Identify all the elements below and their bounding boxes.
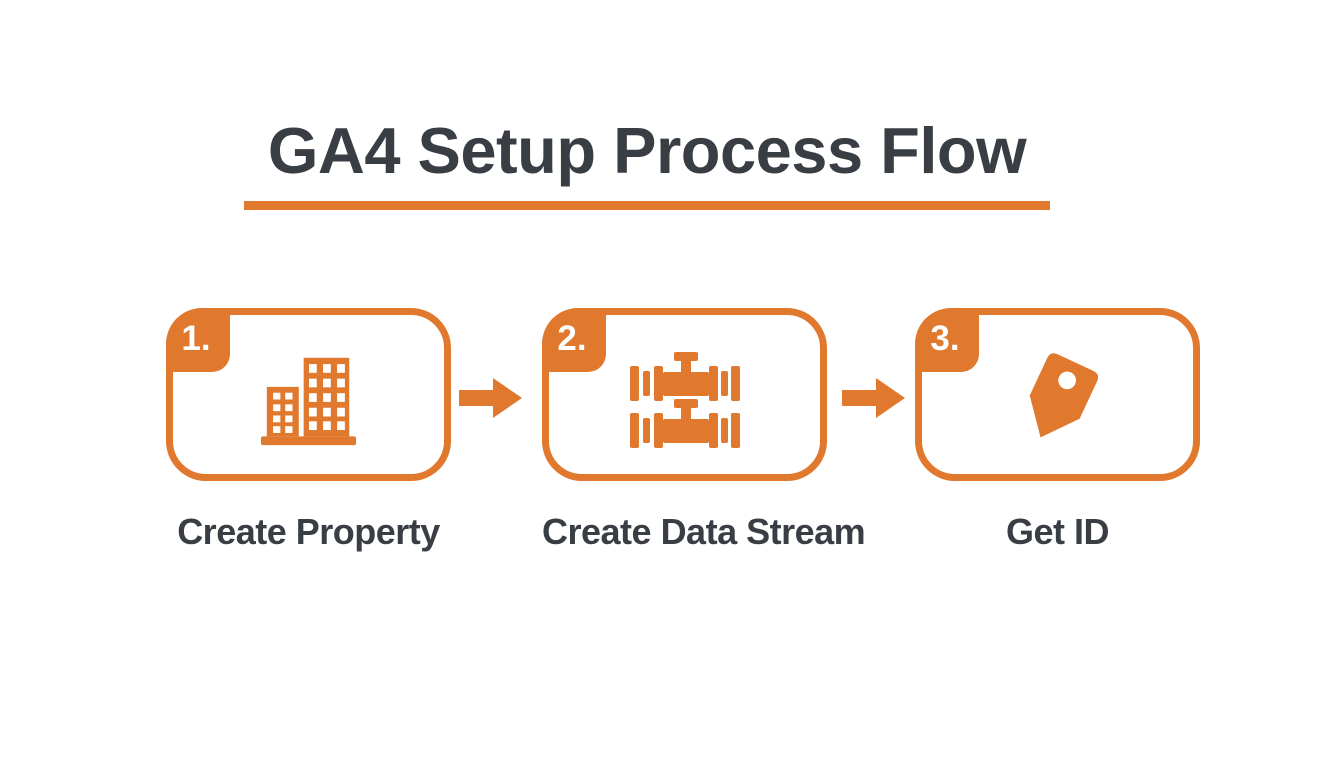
step-label: Get ID: [1005, 511, 1110, 552]
step-number: 2.: [557, 318, 587, 358]
step-number: 1.: [181, 318, 211, 358]
step-number: 3.: [930, 318, 960, 358]
page-title: GA4 Setup Process Flow: [267, 114, 1027, 187]
flow-arrow-right-icon: [459, 377, 523, 419]
step-card-create-property: 1.: [166, 308, 451, 481]
step-number-badge: 3.: [915, 308, 979, 372]
step-card-create-data-stream: 2.: [542, 308, 827, 481]
price-tag-icon: [1001, 333, 1115, 457]
step-card-get-id: 3.: [915, 308, 1200, 481]
buildings-icon: [260, 341, 357, 448]
step-number-badge: 1.: [166, 308, 230, 372]
flow-arrow-right-icon: [842, 377, 906, 419]
step-number-badge: 2.: [542, 308, 606, 372]
step-label: Create Property: [177, 511, 440, 552]
pipeline-icon: [629, 342, 740, 448]
step-label: Create Data Stream: [542, 511, 866, 552]
title-underline: [244, 201, 1050, 210]
